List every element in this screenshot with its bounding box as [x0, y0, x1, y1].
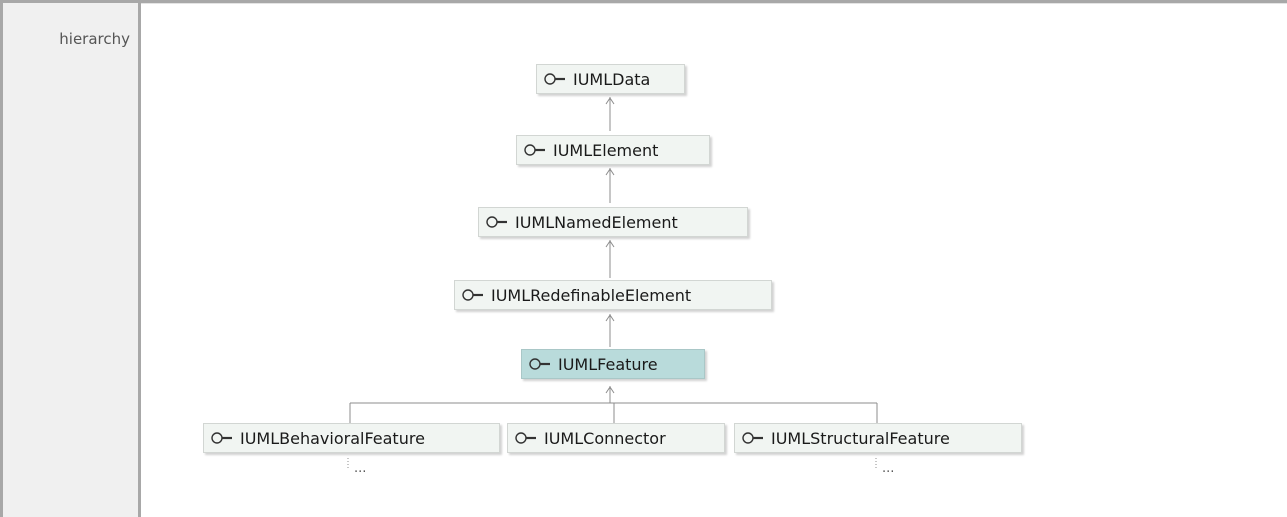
row-label-cell: hierarchy [3, 3, 141, 517]
node-label: IUMLData [573, 69, 651, 89]
node-iumlelement[interactable]: IUMLElement [516, 135, 710, 165]
node-iumldata[interactable]: IUMLData [536, 64, 685, 94]
node-iumlbehavioralfeature[interactable]: IUMLBehavioralFeature [203, 423, 500, 453]
arrowhead-named [605, 240, 615, 248]
interface-lollipop-icon [544, 73, 565, 85]
arrowhead-feature [605, 386, 615, 394]
node-iumlnamedelement[interactable]: IUMLNamedElement [478, 207, 748, 237]
node-iumlredefinableelement[interactable]: IUMLRedefinableElement [454, 280, 772, 310]
interface-lollipop-icon [529, 358, 550, 370]
interface-lollipop-icon [486, 216, 507, 228]
interface-lollipop-icon [462, 289, 483, 301]
diagram-area [141, 3, 1287, 517]
node-iumlfeature[interactable]: IUMLFeature [521, 349, 705, 379]
node-label: IUMLConnector [544, 428, 666, 448]
arrowhead-data [605, 97, 615, 105]
node-label: IUMLBehavioralFeature [240, 428, 425, 448]
arrowhead-redefinable [605, 314, 615, 322]
node-label: IUMLNamedElement [515, 212, 678, 232]
node-label: IUMLStructuralFeature [771, 428, 950, 448]
arrowhead-element [605, 168, 615, 176]
interface-lollipop-icon [211, 432, 232, 444]
interface-lollipop-icon [742, 432, 763, 444]
row-label: hierarchy [59, 30, 130, 48]
node-label: IUMLFeature [558, 354, 658, 374]
node-label: IUMLRedefinableElement [491, 285, 692, 305]
interface-lollipop-icon [515, 432, 536, 444]
node-iumlconnector[interactable]: IUMLConnector [507, 423, 725, 453]
more-indicator-structural[interactable]: ... [882, 461, 895, 476]
more-indicator-behavioral[interactable]: ... [354, 461, 367, 476]
node-label: IUMLElement [553, 140, 659, 160]
node-iumlstructuralfeature[interactable]: IUMLStructuralFeature [734, 423, 1022, 453]
interface-lollipop-icon [524, 144, 545, 156]
